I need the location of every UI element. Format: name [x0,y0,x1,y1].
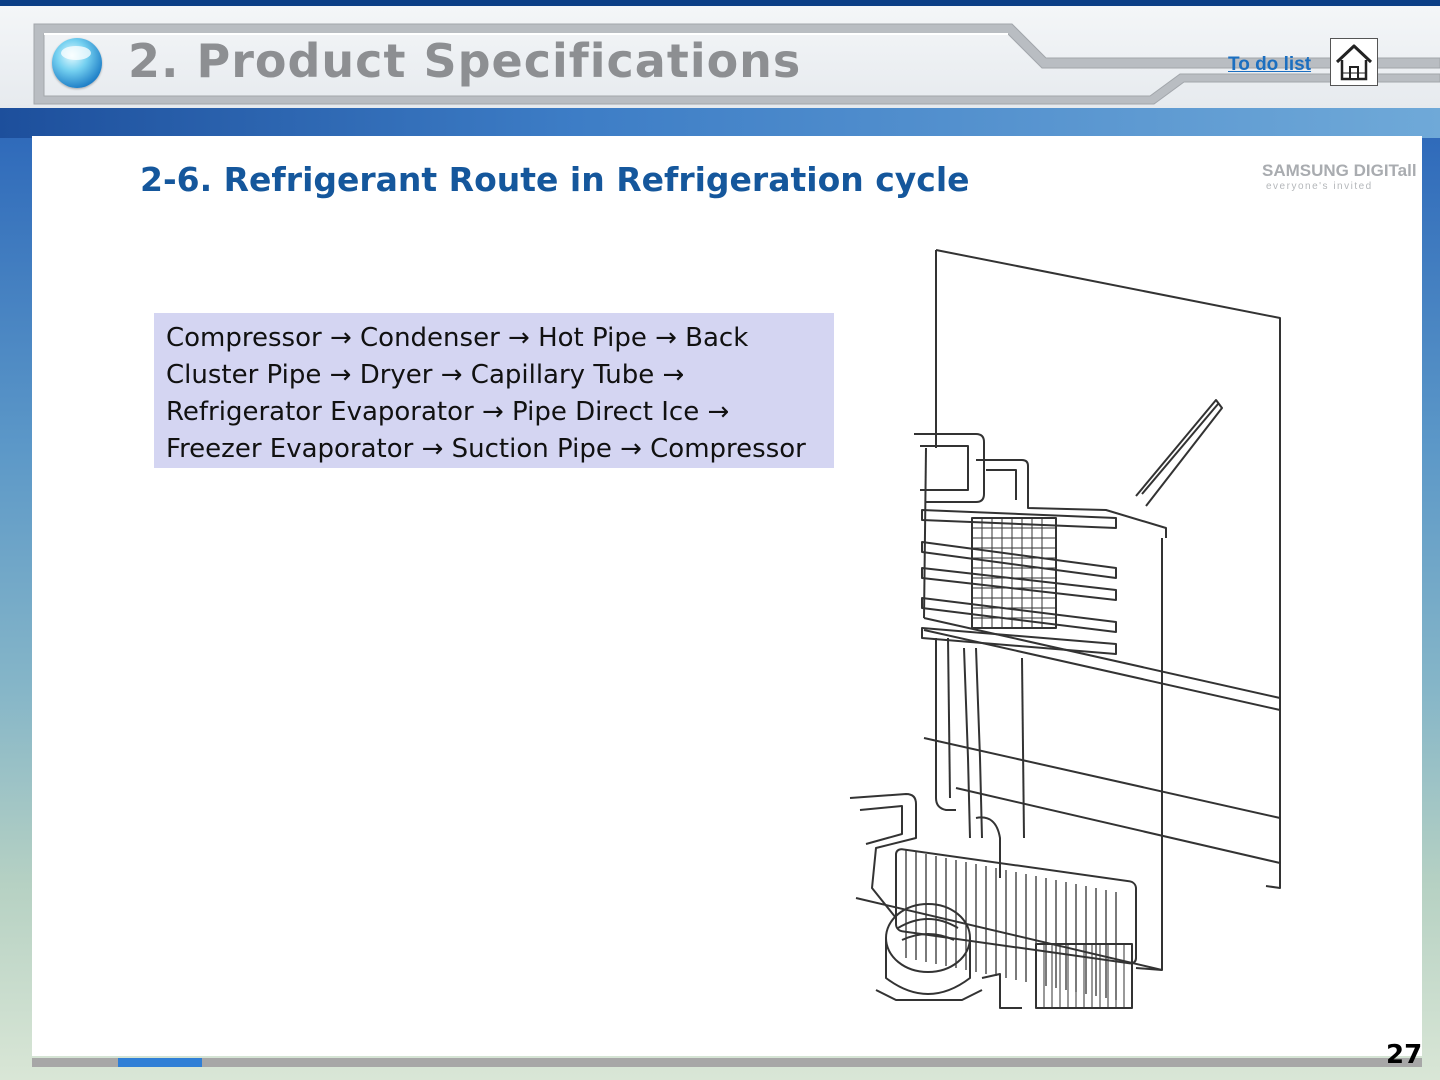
logo-brand-text: SAMSUNG DIGITall [1262,161,1417,180]
logo-tagline-text: everyone's invited [1266,181,1373,192]
refrigerant-route-box: Compressor → Condenser → Hot Pipe → Back… [154,313,834,468]
bottom-bar [32,1058,1422,1067]
section-title: 2-6. Refrigerant Route in Refrigeration … [140,160,970,199]
bullet-orb-icon [52,38,102,88]
route-line: Cluster Pipe → Dryer → Capillary Tube → [166,357,834,394]
samsung-logo: SAMSUNG DIGITall everyone's invited [1258,158,1418,194]
route-line: Compressor → Condenser → Hot Pipe → Back [166,320,834,357]
home-button[interactable] [1330,38,1378,86]
todo-list-link[interactable]: To do list [1228,54,1311,76]
refrigeration-cycle-diagram [836,238,1296,1018]
page-number: 27 [1386,1040,1422,1070]
route-line: Freezer Evaporator → Suction Pipe → Comp… [166,431,834,468]
bottom-bar-accent [118,1058,202,1067]
route-line: Refrigerator Evaporator → Pipe Direct Ic… [166,394,834,431]
page-title: 2. Product Specifications [128,34,801,88]
home-icon [1331,39,1377,85]
